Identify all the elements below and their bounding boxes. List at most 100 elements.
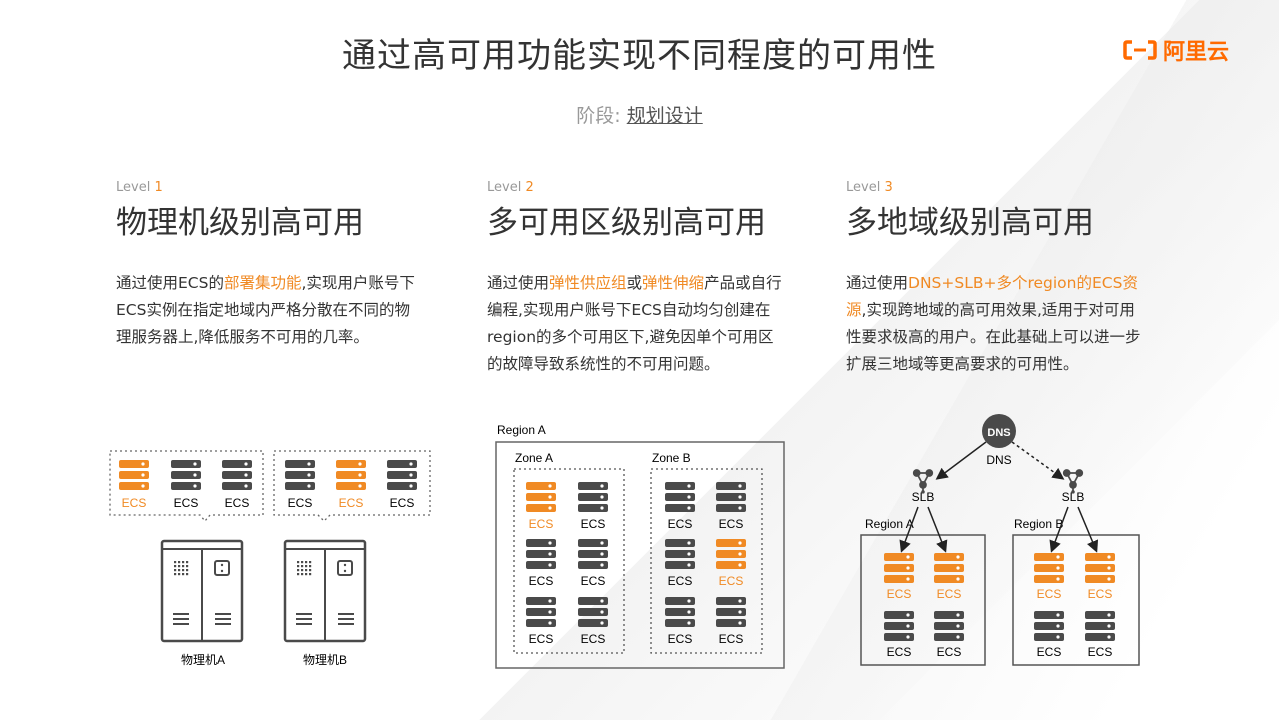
dns-to-slb-a-arrow	[935, 441, 987, 480]
level-number: 1	[154, 180, 163, 195]
level-number: 3	[884, 180, 893, 195]
region-a-box	[860, 534, 986, 666]
ecs-label: ECS	[1037, 645, 1062, 659]
ecs-label: ECS	[529, 574, 554, 588]
ecs-label: ECS	[529, 517, 554, 531]
ecs-label: ECS	[581, 574, 606, 588]
ecs-label: ECS	[529, 632, 554, 646]
stage-line: 阶段: 规划设计	[0, 101, 1279, 128]
ecs-server-icon	[171, 460, 201, 490]
desc-text: ,实现跨地域的高可用效果,适用于对可用性要求极高的用户。在此基础上可以进一步扩展…	[846, 301, 1141, 373]
ecs-label: ECS	[887, 645, 912, 659]
ecs-server-icon	[665, 597, 695, 627]
machine-b-label: 物理机B	[303, 653, 347, 667]
slb-label: SLB	[912, 490, 935, 504]
level-number: 2	[525, 180, 534, 195]
stage-label: 阶段:	[576, 105, 621, 127]
ecs-server-icon	[526, 597, 556, 627]
desc-text: 或	[626, 274, 643, 292]
ecs-server-icon	[716, 482, 746, 512]
ecs-server-icon	[578, 539, 608, 569]
level-description: 通过使用ECS的部署集功能,实现用户账号下ECS实例在指定地域内严格分散在不同的…	[116, 270, 424, 351]
ecs-label: ECS	[225, 496, 250, 510]
level-label: Level 2	[487, 180, 807, 195]
ecs-server-icon	[336, 460, 366, 490]
ecs-label: ECS	[668, 517, 693, 531]
desc-highlight: DNS+SLB+多个region的ECS资源	[846, 274, 1138, 319]
desc-text: 通过使用	[487, 274, 550, 292]
physical-machine-diagram: ECS ECS ECS ECS ECS ECS 物理机A 物理机B	[109, 450, 431, 667]
zone-b-label: Zone B	[652, 451, 691, 465]
ecs-server-icon	[665, 482, 695, 512]
physical-server-cabinet-icon	[283, 539, 367, 643]
machine-a-label: 物理机A	[181, 653, 225, 667]
level-prefix: Level	[116, 180, 155, 195]
aliyun-logo-icon	[1123, 40, 1157, 60]
ecs-server-icon	[716, 539, 746, 569]
physical-server-cabinet-icon	[160, 539, 244, 643]
ecs-label: ECS	[1088, 587, 1113, 601]
dns-to-slb-b-arrow	[1011, 441, 1065, 480]
level-prefix: Level	[846, 180, 885, 195]
ecs-server-icon	[222, 460, 252, 490]
level-heading: 多地域级别高可用	[846, 205, 1094, 241]
aliyun-logo: 阿里云	[1123, 34, 1229, 66]
region-a-label: Region A	[865, 517, 914, 531]
level-description: 通过使用弹性供应组或弹性伸缩产品或自行编程,实现用户账号下ECS自动均匀创建在r…	[487, 270, 787, 378]
slb-arrow	[1049, 506, 1069, 553]
zone-b-box	[650, 468, 763, 654]
desc-text: 通过使用	[846, 274, 909, 292]
ecs-label: ECS	[390, 496, 415, 510]
ecs-label: ECS	[122, 496, 147, 510]
ecs-label: ECS	[581, 632, 606, 646]
level-label: Level 1	[116, 180, 436, 195]
ecs-server-icon	[578, 482, 608, 512]
level-label: Level 3	[846, 180, 1166, 195]
ecs-server-icon	[285, 460, 315, 490]
level-1-column: Level 1 物理机级别高可用 通过使用ECS的部署集功能,实现用户账号下EC…	[116, 180, 436, 351]
ecs-server-icon	[716, 597, 746, 627]
desc-text: 产品或自行编程,实现用户账号下ECS自动均匀创建在region的多个可用区下,避…	[487, 274, 782, 373]
dns-globe-icon	[982, 414, 1016, 448]
ecs-server-icon	[526, 482, 556, 512]
ecs-group-b-box	[273, 450, 431, 522]
desc-highlight: 弹性供应组	[549, 274, 627, 292]
desc-text: ,实现用户账号下ECS实例在指定地域内严格分散在不同的物理服务器上,降低服务不可…	[116, 274, 415, 346]
logo-text: 阿里云	[1162, 40, 1229, 65]
ecs-group-a-box	[109, 450, 264, 523]
page-title: 通过高可用功能实现不同程度的可用性	[342, 36, 937, 76]
desc-text: 通过使用ECS的	[116, 274, 224, 292]
dns-icon-text: DNS	[987, 427, 1010, 439]
ecs-server-icon	[884, 553, 914, 583]
ecs-label: ECS	[887, 587, 912, 601]
ecs-server-icon	[934, 553, 964, 583]
ecs-server-icon	[526, 539, 556, 569]
ecs-label: ECS	[1088, 645, 1113, 659]
ecs-server-icon	[1085, 553, 1115, 583]
ecs-server-icon	[1085, 611, 1115, 641]
ecs-server-icon	[884, 611, 914, 641]
ecs-server-icon	[665, 539, 695, 569]
ecs-server-icon	[387, 460, 417, 490]
ecs-label: ECS	[719, 517, 744, 531]
ecs-label: ECS	[937, 587, 962, 601]
slb-label: SLB	[1062, 490, 1085, 504]
slb-arrow	[899, 506, 919, 553]
ecs-server-icon	[1034, 611, 1064, 641]
slb-arrow	[927, 506, 948, 553]
zone-a-box	[513, 468, 625, 654]
region-b-box	[1012, 534, 1140, 666]
ecs-label: ECS	[1037, 587, 1062, 601]
stage-value: 规划设计	[626, 105, 703, 127]
ecs-label: ECS	[668, 632, 693, 646]
desc-highlight: 弹性伸缩	[642, 274, 705, 292]
ecs-label: ECS	[581, 517, 606, 531]
level-heading: 多可用区级别高可用	[487, 205, 766, 241]
ecs-label: ECS	[339, 496, 364, 510]
level-3-column: Level 3 多地域级别高可用 通过使用DNS+SLB+多个region的EC…	[846, 180, 1166, 378]
dns-label: DNS	[986, 453, 1011, 467]
level-heading: 物理机级别高可用	[116, 205, 364, 241]
